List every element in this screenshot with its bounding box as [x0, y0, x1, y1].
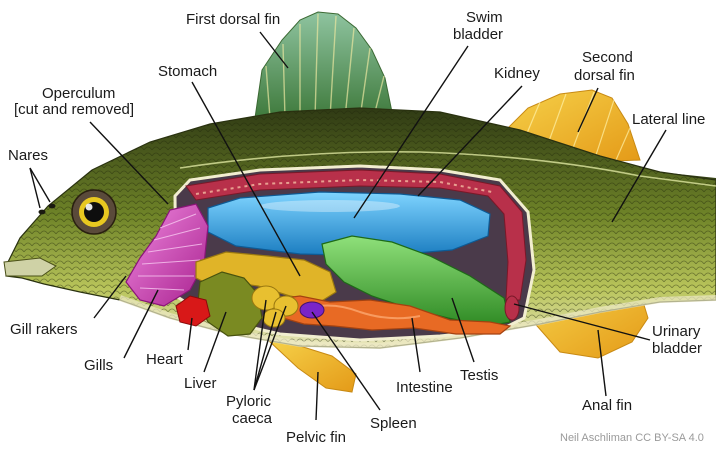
label-pyloric-caeca-line1: Pyloric — [226, 393, 272, 410]
mouth — [3, 257, 57, 277]
leader-gill-rakers — [93, 275, 127, 319]
credit-text: Neil Aschliman CC BY-SA 4.0 — [560, 432, 704, 444]
label-intestine: Intestine — [396, 379, 453, 396]
leader-testis — [451, 297, 475, 363]
label-urinary-bladder-line1: Urinary — [652, 323, 701, 340]
nares-marks — [38, 203, 56, 215]
pelvic-fin — [266, 339, 357, 393]
leader-gills — [123, 289, 159, 359]
leader-second-dorsal-fin — [577, 87, 599, 133]
heart-organ — [175, 295, 211, 327]
spleen-organ — [299, 301, 325, 319]
label-anal-fin: Anal fin — [582, 397, 632, 414]
label-swim-bladder-line2: bladder — [453, 26, 503, 43]
eye — [71, 189, 117, 235]
label-second-dorsal-fin-line2: dorsal fin — [574, 67, 635, 84]
label-pyloric-caeca-line2: caeca — [232, 410, 273, 427]
label-nares: Nares — [8, 147, 48, 164]
leader-intestine — [411, 317, 421, 373]
label-liver: Liver — [184, 375, 217, 392]
leader-nares-1 — [29, 167, 41, 209]
swim-bladder-organ — [207, 191, 491, 257]
kidney-organ — [185, 169, 527, 301]
gills-organ — [125, 203, 209, 307]
label-spleen: Spleen — [370, 415, 417, 432]
leader-pelvic-fin — [315, 371, 319, 421]
leader-kidney — [417, 85, 523, 197]
lateral-line-mark — [179, 151, 716, 187]
label-gills: Gills — [84, 357, 113, 374]
leader-stomach — [191, 81, 301, 277]
leader-pyloric-caeca-3 — [253, 305, 287, 391]
label-stomach: Stomach — [158, 63, 217, 80]
leader-nares-2 — [29, 167, 51, 203]
label-operculum-line1: Operculum — [42, 85, 115, 102]
leader-first-dorsal-fin — [259, 31, 289, 69]
first-dorsal-fin — [254, 11, 393, 119]
leader-lines — [29, 31, 667, 421]
leader-spleen — [311, 311, 381, 411]
label-second-dorsal-fin-line1: Second — [582, 49, 633, 66]
label-swim-bladder-line1: Swim — [466, 9, 503, 26]
leader-lateral-line — [611, 129, 667, 223]
leader-anal-fin — [597, 329, 607, 397]
leader-urinary-bladder — [513, 303, 651, 341]
leader-swim-bladder — [353, 45, 469, 219]
leader-pyloric-caeca-1 — [253, 299, 267, 391]
urinary-bladder-organ — [504, 295, 520, 321]
label-testis: Testis — [460, 367, 498, 384]
label-kidney: Kidney — [494, 65, 540, 82]
label-operculum-line2: [cut and removed] — [14, 101, 134, 118]
leader-pyloric-caeca-2 — [253, 311, 277, 391]
label-first-dorsal-fin: First dorsal fin — [186, 11, 280, 28]
label-urinary-bladder-line2: bladder — [652, 340, 702, 357]
label-lateral-line: Lateral line — [632, 111, 705, 128]
leader-operculum — [89, 121, 169, 205]
label-heart: Heart — [146, 351, 184, 368]
label-gill-rakers: Gill rakers — [10, 321, 78, 338]
leader-heart — [187, 317, 193, 351]
leader-liver — [203, 311, 227, 373]
labels: First dorsal fin Swim bladder Stomach Ki… — [8, 9, 705, 446]
label-pelvic-fin: Pelvic fin — [286, 429, 346, 446]
